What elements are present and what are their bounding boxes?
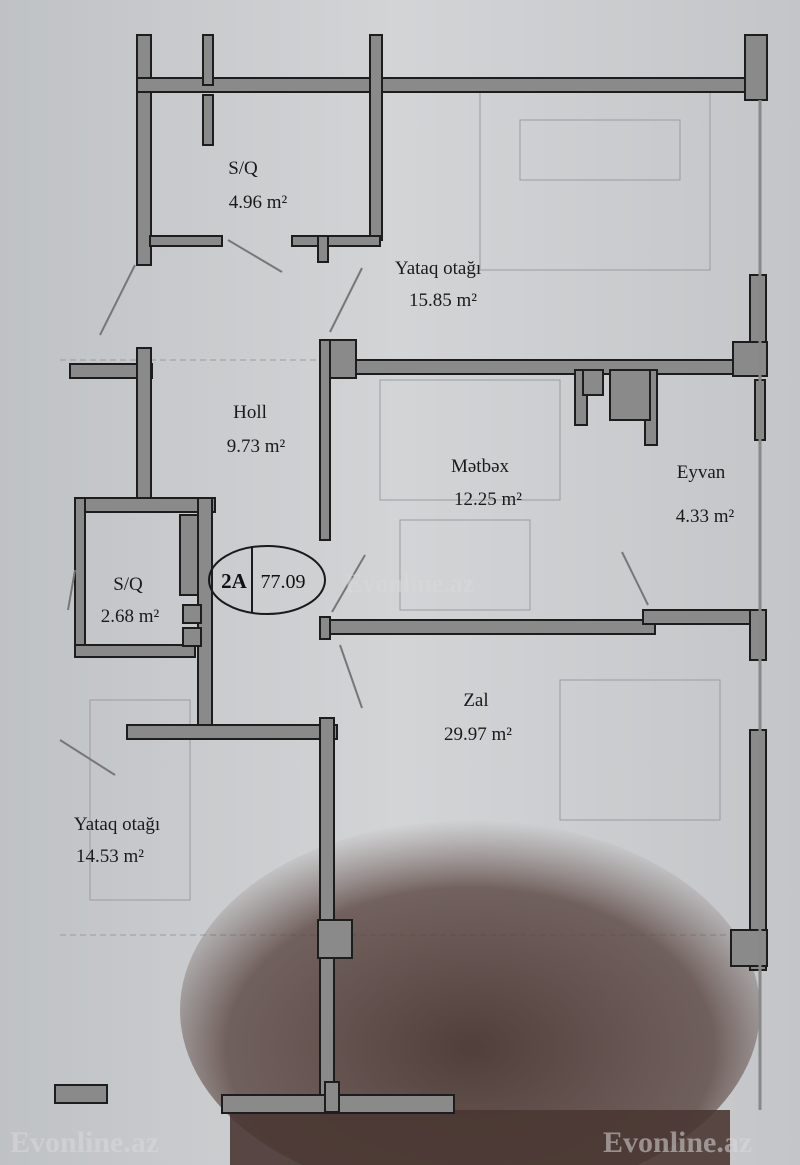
room-name: Mətbəx	[451, 456, 510, 477]
unit-code: 2A	[221, 569, 248, 593]
table-surface	[230, 1110, 730, 1165]
room-name: S/Q	[228, 158, 258, 179]
walls	[54, 34, 768, 1114]
room-name: S/Q	[113, 574, 143, 595]
room-area: 4.33 m²	[676, 506, 735, 527]
room-bedroom-2: Yataq otağı 14.53 m²	[74, 814, 160, 867]
room-name: Yataq otağı	[74, 814, 160, 835]
room-sq-1: S/Q 4.96 m²	[228, 158, 287, 213]
room-kitchen: Mətbəx 12.25 m²	[451, 456, 522, 510]
room-area: 14.53 m²	[76, 846, 144, 867]
room-name: Zal	[463, 690, 488, 711]
room-living: Zal 29.97 m²	[444, 690, 512, 745]
room-area: 12.25 m²	[454, 489, 522, 510]
room-area: 15.85 m²	[409, 290, 477, 311]
room-area: 2.68 m²	[101, 606, 160, 627]
room-name: Yataq otağı	[395, 258, 481, 279]
room-hall: Holl 9.73 m²	[227, 402, 286, 457]
room-area: 29.97 m²	[444, 724, 512, 745]
room-bedroom-1: Yataq otağı 15.85 m²	[395, 258, 481, 311]
room-area: 9.73 m²	[227, 436, 286, 457]
watermark: Evonline.az	[10, 1126, 159, 1159]
unit-total-area: 77.09	[261, 571, 306, 593]
room-sq-2: S/Q 2.68 m²	[101, 574, 160, 627]
room-balcony: Eyvan 4.33 m²	[676, 462, 735, 527]
room-name: Eyvan	[677, 462, 726, 483]
room-name: Holl	[233, 402, 267, 423]
watermark: Evonline.az	[345, 569, 474, 598]
room-area: 4.96 m²	[229, 192, 288, 213]
watermark: Evonline.az	[603, 1126, 752, 1159]
unit-badge: 2A 77.09	[208, 545, 326, 615]
door-swings	[59, 239, 649, 776]
